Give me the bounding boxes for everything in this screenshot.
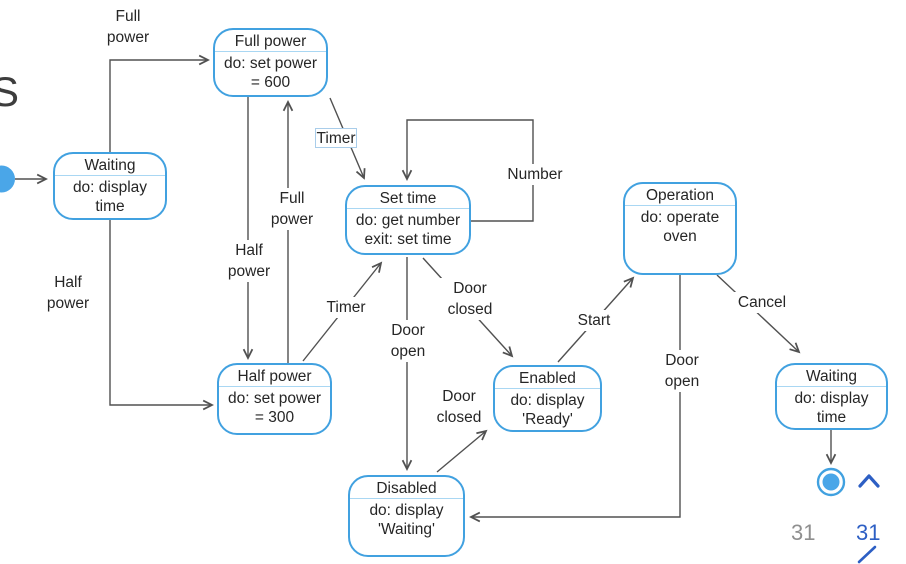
label-door-closed-lower: Door closed	[427, 386, 491, 428]
label-cancel: Cancel	[730, 292, 794, 313]
state-body: do: set power = 300	[227, 390, 322, 426]
label-half-power-left: Half power	[36, 272, 100, 314]
label-full-power-top: Full power	[96, 6, 160, 48]
state-body: do: get number exit: set time	[355, 212, 461, 248]
state-set-time: Set time do: get number exit: set time	[345, 185, 471, 255]
edge-disabled-to-enabled	[436, 431, 486, 473]
state-body: do: display time	[72, 179, 148, 215]
initial-state-node	[0, 165, 15, 193]
state-disabled: Disabled do: display 'Waiting'	[348, 475, 465, 557]
state-enabled: Enabled do: display 'Ready'	[493, 365, 602, 432]
label-start: Start	[564, 310, 624, 331]
chevron-up-icon[interactable]	[856, 471, 884, 491]
state-title: Waiting	[777, 365, 886, 387]
state-waiting-right: Waiting do: display time	[775, 363, 888, 430]
edge-waiting-to-half-power	[109, 220, 212, 405]
state-body: do: display time	[794, 390, 869, 426]
label-full-power-mid: Full power	[260, 188, 324, 230]
state-operation: Operation do: operate oven	[623, 182, 737, 275]
state-title: Waiting	[55, 154, 165, 176]
state-title: Full power	[215, 30, 326, 52]
state-half-power: Half power do: set power = 300	[217, 363, 332, 435]
edge-set-time-self-number	[407, 119, 534, 222]
state-waiting-left: Waiting do: display time	[53, 152, 167, 220]
state-title: Set time	[347, 187, 469, 209]
state-full-power: Full power do: set power = 600	[213, 28, 328, 97]
label-door-closed-upper: Door closed	[438, 278, 502, 320]
label-number: Number	[500, 164, 570, 185]
state-body: do: operate oven	[640, 209, 720, 245]
page-number-secondary: 31	[791, 520, 816, 545]
label-half-power-mid: Half power	[217, 240, 281, 282]
state-title: Disabled	[350, 477, 463, 499]
edge-operation-to-waiting	[716, 274, 799, 352]
state-body: do: set power = 600	[223, 55, 318, 91]
state-title: Operation	[625, 184, 735, 206]
label-timer: Timer	[314, 297, 378, 318]
state-title: Half power	[219, 365, 330, 387]
annotation-stroke-icon	[857, 545, 877, 564]
state-body: do: display 'Waiting'	[369, 502, 444, 538]
label-door-open-right: Door open	[650, 350, 714, 392]
state-title: Enabled	[495, 367, 600, 389]
label-timer-selected[interactable]: Timer	[315, 128, 357, 148]
page-number-primary[interactable]: 31	[856, 520, 881, 545]
label-door-open-mid: Door open	[376, 320, 440, 362]
state-body: do: display 'Ready'	[510, 392, 585, 428]
edge-waiting-to-full-power	[109, 60, 208, 152]
slide-title-fragment: S	[0, 68, 20, 115]
final-state-node-core	[822, 473, 840, 491]
